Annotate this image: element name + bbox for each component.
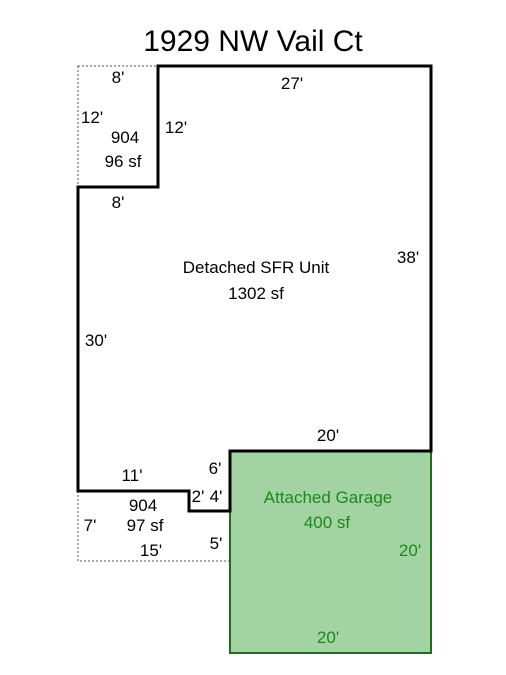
bottom-area-code: 904	[129, 496, 157, 515]
main-unit-outline	[76, 64, 433, 513]
dim-top-notch-bottom-width: 8'	[112, 193, 125, 212]
dim-bottom-notch-right-height: 5'	[210, 534, 223, 553]
garage-name: Attached Garage	[264, 488, 393, 507]
page-title: 1929 NW Vail Ct	[143, 25, 363, 58]
dim-top-notch-left-height: 12'	[81, 108, 103, 127]
dim-top-notch-right-height: 12'	[165, 118, 187, 137]
main-unit-area: 1302 sf	[228, 284, 284, 303]
dim-step-width: 2'	[192, 487, 205, 506]
garage-area-size: 400 sf	[304, 513, 351, 532]
top-area-code: 904	[111, 128, 139, 147]
garage-area	[229, 450, 432, 654]
dim-right-height: 38'	[397, 248, 419, 267]
top-area-size: 96 sf	[105, 152, 142, 171]
dim-top-notch-width: 8'	[112, 68, 125, 87]
dim-garage-right-height: 20'	[399, 541, 421, 560]
dim-step-upper-height: 6'	[209, 459, 222, 478]
dim-bottom-notch-bottom-width: 15'	[140, 541, 162, 560]
dim-bottom-left-width: 11'	[122, 466, 143, 485]
dim-step-lower-height: 4'	[210, 487, 223, 506]
dim-top-width: 27'	[281, 74, 303, 93]
main-unit-name: Detached SFR Unit	[183, 258, 330, 277]
dim-garage-bottom-width: 20'	[317, 628, 339, 647]
bottom-area-size: 97 sf	[127, 516, 164, 535]
dim-left-height: 30'	[85, 331, 107, 350]
bottom-notch-dotted-area	[77, 491, 230, 562]
dim-bottom-notch-left-height: 7'	[84, 516, 97, 535]
dim-garage-top-width: 20'	[317, 426, 339, 445]
